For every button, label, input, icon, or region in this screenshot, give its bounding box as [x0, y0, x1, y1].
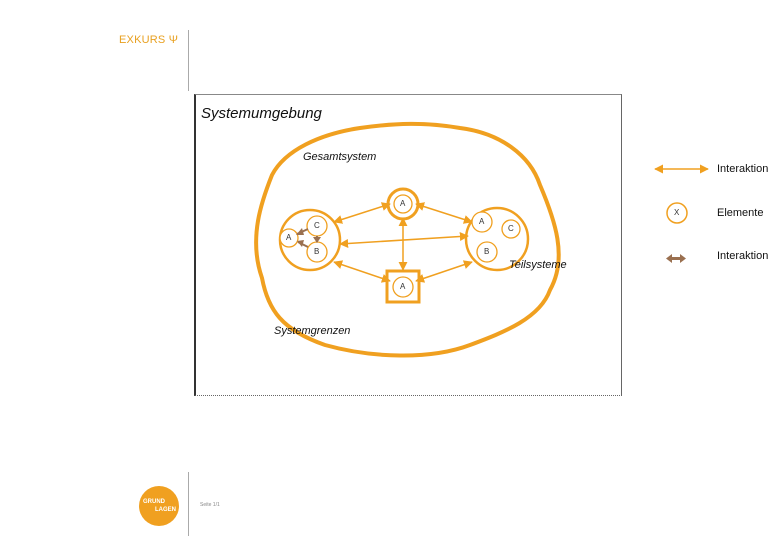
right-element-c — [501, 219, 521, 239]
brand-logo: GRUND LAGEN — [139, 486, 179, 526]
interaction-right-bottom — [415, 260, 473, 283]
interaction-left-right — [339, 232, 469, 248]
subsystem-interactions — [333, 202, 473, 283]
left-element-a — [279, 228, 299, 248]
legend-element-x: X — [674, 208, 680, 217]
top-element — [393, 194, 413, 214]
header-divider — [188, 30, 189, 91]
node-left-a-label: A — [286, 233, 292, 242]
legend-elements-label: Elemente — [717, 207, 764, 219]
legend-element-symbol — [666, 202, 688, 224]
node-top-label: A — [400, 199, 406, 208]
node-right-a-label: A — [479, 217, 485, 226]
top-subsystem-boundary — [386, 187, 420, 221]
node-right-c-label: C — [508, 224, 514, 233]
overall-system-label: Gesamtsystem — [303, 151, 377, 163]
subsystems-label: Teilsysteme — [509, 259, 567, 271]
environment-frame — [194, 94, 622, 396]
interaction-top-right — [415, 202, 473, 224]
footer-page-text: Seite 1/1 — [200, 502, 220, 508]
overall-system-boundary — [254, 121, 561, 358]
legend-interaction2-label: Interaktion — [717, 250, 769, 262]
node-left-b-label: B — [314, 247, 320, 256]
node-right-b-label: B — [484, 247, 490, 256]
boundaries-label: Systemgrenzen — [274, 325, 351, 337]
header-title: EXKURS Ψ — [119, 34, 179, 46]
right-element-b — [476, 241, 498, 263]
left-element-interactions — [296, 228, 321, 248]
node-left-c-label: C — [314, 221, 320, 230]
right-subsystem-boundary — [464, 206, 530, 272]
right-element-a — [471, 211, 493, 233]
environment-label: Systemumgebung — [201, 105, 322, 122]
interaction-left-bottom — [333, 260, 391, 283]
footer-divider — [188, 472, 189, 536]
legend-interaction-label: Interaktion — [717, 163, 769, 175]
interaction-top-left — [333, 202, 391, 224]
node-bottom-label: A — [400, 282, 406, 291]
bottom-subsystem-boundary — [385, 269, 421, 304]
bottom-element — [392, 276, 414, 298]
legend-element-interaction-symbol — [666, 254, 686, 263]
